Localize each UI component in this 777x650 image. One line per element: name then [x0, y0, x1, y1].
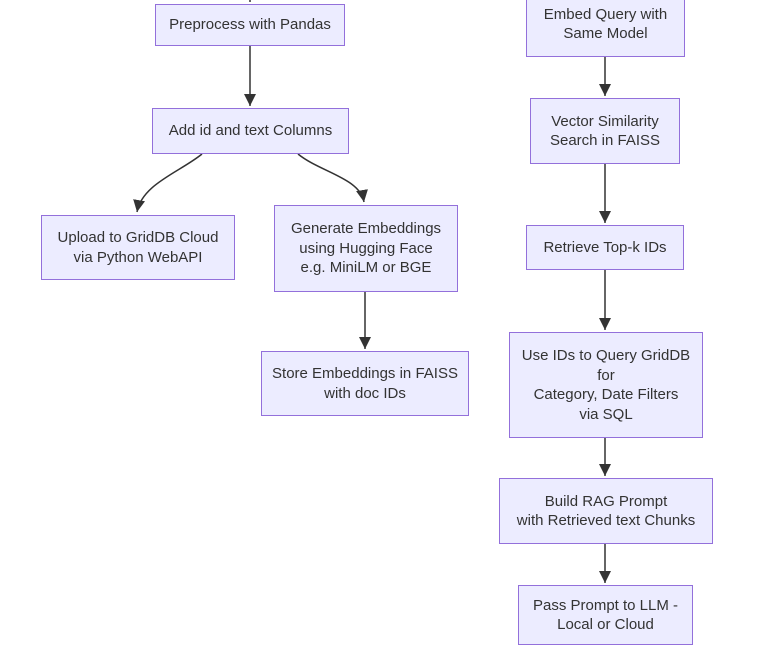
- node-preprocess-with-pandas: Preprocess with Pandas: [155, 4, 345, 46]
- edge-add-columns-to-upload-griddb: [133, 153, 203, 213]
- node-embed-query-with-same-model: Embed Query with Same Model: [526, 0, 685, 57]
- node-use-ids-to-query-griddb: Use IDs to Query GridDB for Category, Da…: [509, 332, 703, 438]
- edge-add-columns-to-generate-embeddings: [297, 153, 368, 203]
- node-store-embeddings-in-faiss: Store Embeddings in FAISS with doc IDs: [261, 351, 469, 416]
- node-generate-embeddings: Generate Embeddings using Hugging Face e…: [274, 205, 458, 292]
- node-build-rag-prompt: Build RAG Prompt with Retrieved text Chu…: [499, 478, 713, 544]
- node-vector-similarity-search: Vector Similarity Search in FAISS: [530, 98, 680, 164]
- node-retrieve-top-k-ids: Retrieve Top-k IDs: [526, 225, 684, 270]
- node-pass-prompt-to-llm: Pass Prompt to LLM - Local or Cloud: [518, 585, 693, 645]
- node-add-id-and-text-columns: Add id and text Columns: [152, 108, 349, 154]
- node-upload-to-griddb-cloud: Upload to GridDB Cloud via Python WebAPI: [41, 215, 235, 280]
